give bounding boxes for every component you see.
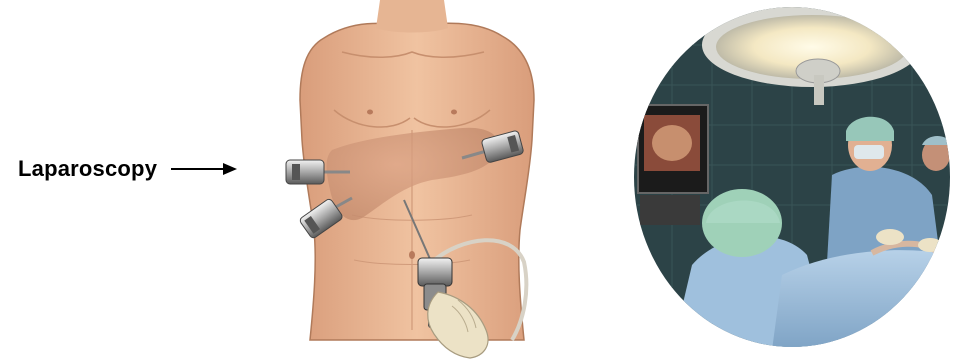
torso-laparoscopy-illustration [262, 0, 562, 359]
laparoscopy-label: Laparoscopy [18, 156, 157, 182]
operating-room-photo [632, 5, 952, 350]
laparoscopy-callout: Laparoscopy [18, 156, 237, 182]
right-arrow-icon [171, 161, 237, 177]
